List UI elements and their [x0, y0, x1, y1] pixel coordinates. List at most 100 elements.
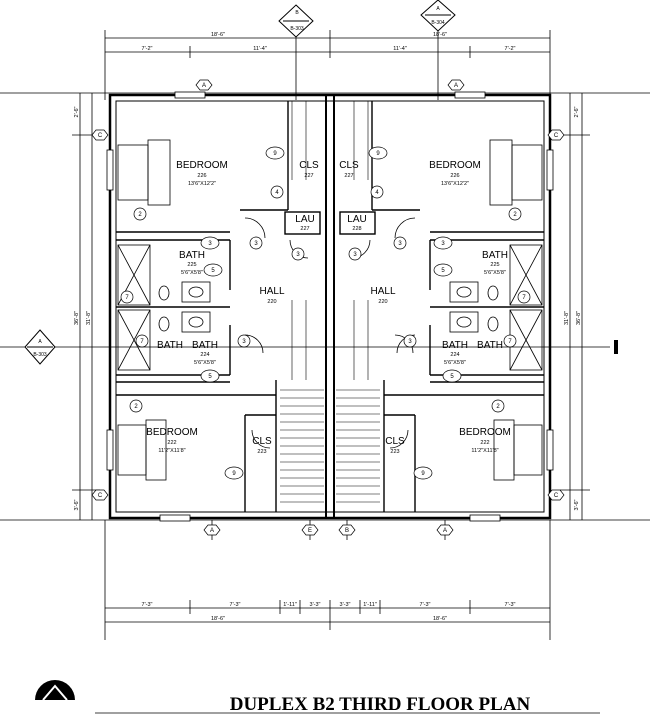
dim-side-top-left: 2'-6" [74, 106, 80, 117]
section-left-letter: A [38, 339, 42, 345]
room-cls-ul: CLS [299, 160, 319, 171]
room-cls-ul-num: 227 [304, 173, 313, 179]
keynote-7: 7 [125, 295, 129, 301]
room-cls-lr: CLS [385, 436, 405, 447]
dim-bottom-right-1: 3'-3" [340, 602, 351, 608]
section-a-letter: A [436, 6, 440, 12]
keynote-4: 4 [375, 190, 379, 196]
grid-tag-b: B [345, 528, 349, 534]
grid-tag-c-bottom-right: C [554, 493, 559, 499]
room-bedroom-ur-size: 13'6"X12'2" [441, 181, 469, 187]
grid-tag-e: E [308, 528, 312, 534]
room-bedroom-ul: BEDROOM [176, 160, 228, 171]
dim-top-right-1: 11'-4" [393, 46, 407, 52]
room-bedroom-ur: BEDROOM [429, 160, 481, 171]
grid-tag-c-bottom-left: C [98, 493, 103, 499]
dim-bottom-left-1: 7'-3" [142, 602, 153, 608]
dim-bottom-left-4: 3'-3" [310, 602, 321, 608]
room-bath-ll: BATH [157, 340, 183, 351]
room-lau-l: LAU [295, 214, 314, 225]
keynote-7: 7 [522, 295, 526, 301]
dim-bottom-right-3: 7'-3" [420, 602, 431, 608]
keynote-9: 9 [273, 151, 277, 157]
dim-bottom-left-2: 7'-3" [230, 602, 241, 608]
room-bedroom-ur-num: 226 [450, 173, 459, 179]
grid-tag-c-top-left: C [98, 133, 103, 139]
room-cls-ur: CLS [339, 160, 359, 171]
room-bath-lr: BATH [442, 340, 468, 351]
dim-bottom-left-3: 1'-11" [283, 602, 297, 608]
room-bath-ll-num: 224 [200, 352, 209, 358]
keynote-7: 7 [508, 339, 512, 345]
keynote-9: 9 [376, 151, 380, 157]
keynote-4: 4 [275, 190, 279, 196]
keynote-5: 5 [441, 268, 445, 274]
keynote-3: 3 [242, 339, 246, 345]
keynote-3: 3 [208, 241, 212, 247]
dim-top-left-1: 7'-2" [142, 46, 153, 52]
room-cls-ll: CLS [252, 436, 272, 447]
room-hall-l: HALL [259, 286, 284, 297]
room-bedroom-ll-num: 222 [167, 440, 176, 446]
room-bedroom-ul-num: 226 [197, 173, 206, 179]
plan-title: DUPLEX B2 THIRD FLOOR PLAN [230, 694, 531, 715]
keynote-3: 3 [408, 339, 412, 345]
dim-top-overall-left: 18'-6" [211, 32, 225, 38]
keynote-2: 2 [134, 404, 138, 410]
room-lau-r: LAU [347, 214, 366, 225]
room-bath-lr-num: 224 [450, 352, 459, 358]
section-b-sheet: B-303 [290, 26, 304, 32]
room-hall-l-num: 220 [267, 299, 276, 305]
keynote-5: 5 [450, 374, 454, 380]
dim-side-overall-left: 36'-8" [74, 311, 80, 325]
keynote-3: 3 [296, 252, 300, 258]
dim-bottom-overall-left: 18'-6" [211, 616, 225, 622]
room-bath-ur-size: 5'6"X5'8" [484, 270, 506, 276]
keynote-3: 3 [353, 252, 357, 258]
dim-side-top-right: 2'-6" [574, 106, 580, 117]
keynote-2: 2 [496, 404, 500, 410]
dim-bottom-overall-right: 18'-6" [433, 616, 447, 622]
grid-tag-a-top-left: A [202, 83, 206, 89]
room-bath-ur: BATH [482, 250, 508, 261]
room-bath-ul: BATH [179, 250, 205, 261]
room-bath-ul-num: 225 [187, 262, 196, 268]
room-bedroom-ll-size: 11'2"X11'8" [158, 448, 185, 454]
grid-tag-c-top-right: C [554, 133, 559, 139]
room-bedroom-ll: BEDROOM [146, 427, 198, 438]
section-left-sheet: B-303 [33, 352, 47, 358]
room-bedroom-lr-size: 11'2"X11'8" [471, 448, 498, 454]
keynote-2: 2 [138, 212, 142, 218]
dim-side-bottom-right: 3'-6" [574, 499, 580, 510]
room-bath-lr-size: 5'6"X5'8" [444, 360, 466, 366]
room-lau-l-num: 227 [300, 226, 309, 232]
grid-tag-a-bottom-right: A [443, 528, 447, 534]
keynote-3: 3 [398, 241, 402, 247]
section-a-sheet: B-304 [431, 20, 445, 26]
keynote-9: 9 [421, 471, 425, 477]
room-bath-ul-size: 5'6"X5'8" [181, 270, 203, 276]
room-hall-r: HALL [370, 286, 395, 297]
dim-top-right-2: 7'-2" [505, 46, 516, 52]
room-cls-lr-num: 223 [390, 449, 399, 455]
dim-side-inner-left: 31'-8" [86, 311, 92, 325]
room-lau-r-num: 228 [352, 226, 361, 232]
section-b-letter: B [295, 10, 299, 16]
room-cls-ur-num: 227 [344, 173, 353, 179]
keynote-3: 3 [254, 241, 258, 247]
dim-side-overall-right: 36'-8" [576, 311, 582, 325]
dim-bottom-right-2: 1'-11" [363, 602, 377, 608]
grid-tag-a-bottom-left: A [210, 528, 214, 534]
room-bedroom-lr-num: 222 [480, 440, 489, 446]
room-hall-r-num: 220 [378, 299, 387, 305]
dim-side-bottom-left: 3'-6" [74, 499, 80, 510]
room-bath-lr-2: BATH [477, 340, 503, 351]
dim-side-inner-right: 31'-8" [564, 311, 570, 325]
keynote-5: 5 [208, 374, 212, 380]
room-cls-ll-num: 223 [257, 449, 266, 455]
dim-bottom-right-4: 7'-3" [505, 602, 516, 608]
keynote-3: 3 [441, 241, 445, 247]
room-bedroom-ul-size: 13'6"X12'2" [188, 181, 216, 187]
dim-top-left-2: 11'-4" [253, 46, 267, 52]
